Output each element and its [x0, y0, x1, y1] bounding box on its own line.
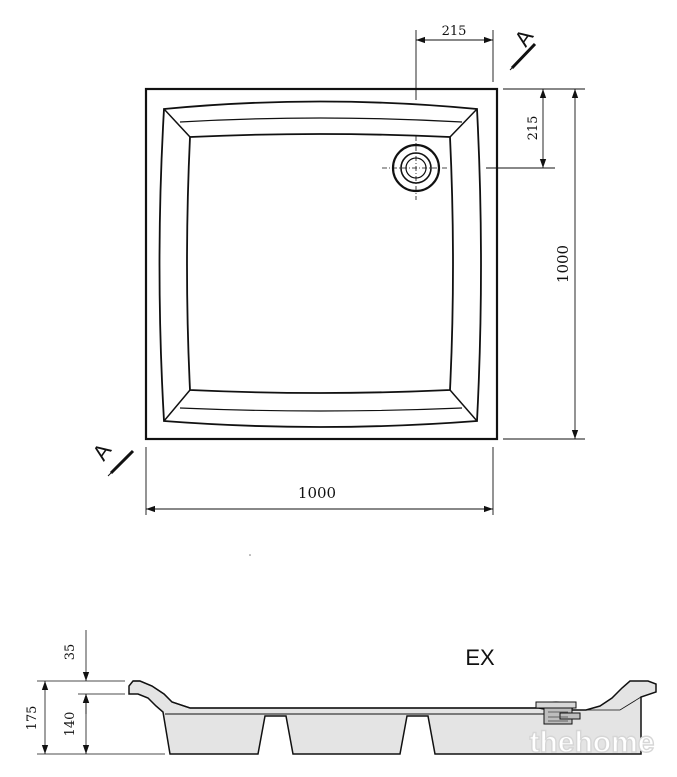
rim-height-label: 35 — [63, 644, 78, 661]
plan-view: 215 215 1000 1000 A A — [87, 24, 585, 556]
variant-label: EX — [465, 645, 495, 670]
section-marker-top: A — [509, 24, 538, 71]
width-label: 1000 — [298, 484, 336, 502]
section-view: EX 35 175 140 — [25, 630, 657, 755]
drain-offset-y-label: 215 — [526, 116, 541, 141]
bevel-line-br — [449, 389, 478, 422]
drain-section-icon — [535, 701, 581, 725]
tray-rim-outer — [158, 100, 482, 428]
tray-outline — [144, 87, 499, 441]
bevel-line-tl — [163, 108, 191, 138]
total-height-label: 175 — [25, 706, 40, 731]
bevel-line-bl — [163, 389, 191, 422]
body-height-label: 140 — [63, 712, 78, 737]
section-marker-bottom: A — [87, 438, 135, 477]
watermark-logo: thehome — [529, 726, 654, 759]
speck — [249, 554, 251, 556]
svg-text:A: A — [87, 438, 116, 465]
tray-rim-inner-bottom — [179, 407, 463, 412]
drain-offset-x-label: 215 — [442, 24, 467, 39]
drain-icon — [382, 136, 448, 200]
tray-rim-inner — [179, 117, 463, 123]
depth-label: 1000 — [554, 245, 572, 283]
bevel-line-tr — [449, 108, 478, 138]
tray-basin-inner — [186, 133, 454, 394]
